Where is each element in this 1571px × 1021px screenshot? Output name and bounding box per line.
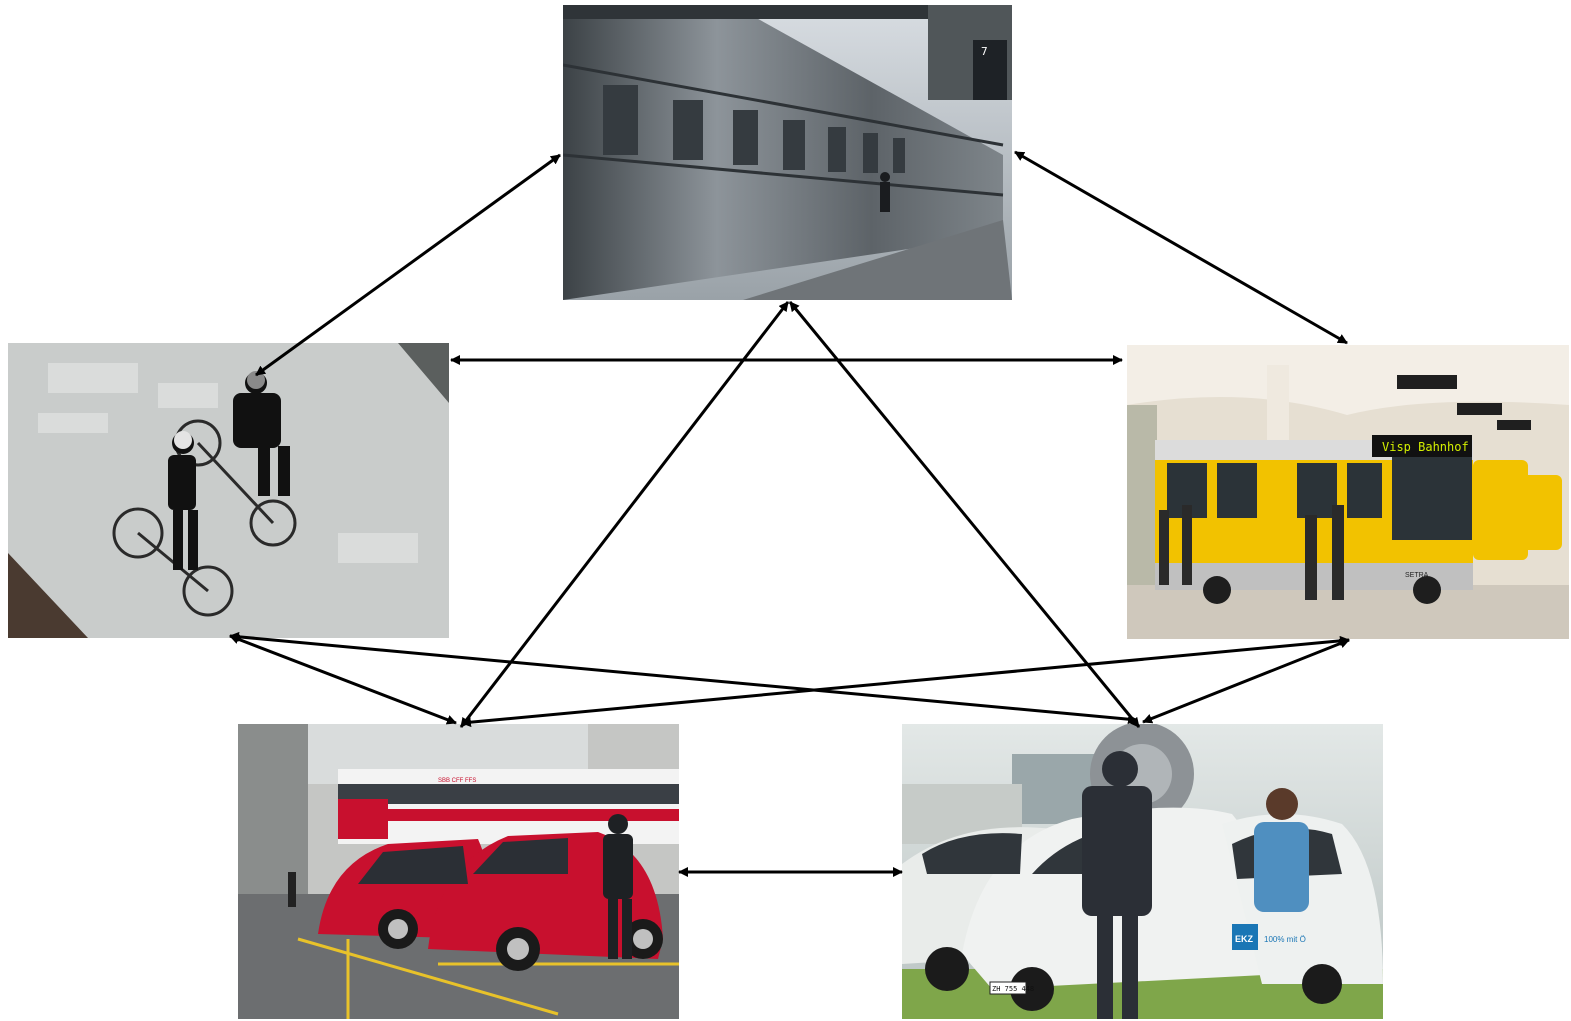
bus-destination-sign: Visp Bahnhof (1382, 440, 1469, 454)
license-plate: ZH 755 448 (992, 985, 1034, 993)
carsharing-photo: SBB CFF FFS (238, 724, 679, 1019)
arrow-bus-cars (461, 635, 1350, 728)
train-label: SBB CFF FFS (438, 778, 476, 784)
arrow-train-bikes (255, 153, 561, 377)
arrow-train-cars (459, 301, 790, 728)
arrow-train-bus (1014, 150, 1348, 345)
arrow-bikes-ev (229, 631, 1138, 725)
door-text: 100% mit Ö (1264, 935, 1306, 944)
postbus-photo: Visp Bahnhof SETRA (1127, 345, 1569, 639)
electric-car-photo: EKZ 100% mit Ö ZH 755 448 (902, 724, 1383, 1019)
ekz-logo: EKZ (1235, 934, 1254, 944)
train-photo: 7 (563, 5, 1012, 300)
arrow-train-ev (788, 301, 1141, 728)
platform-sign: 7 (981, 45, 988, 58)
arrow-bus-ev (1142, 638, 1350, 724)
arrow-bikes-cars (229, 634, 457, 725)
bicycles-photo (8, 343, 449, 638)
bus-brand: SETRA (1405, 572, 1429, 579)
